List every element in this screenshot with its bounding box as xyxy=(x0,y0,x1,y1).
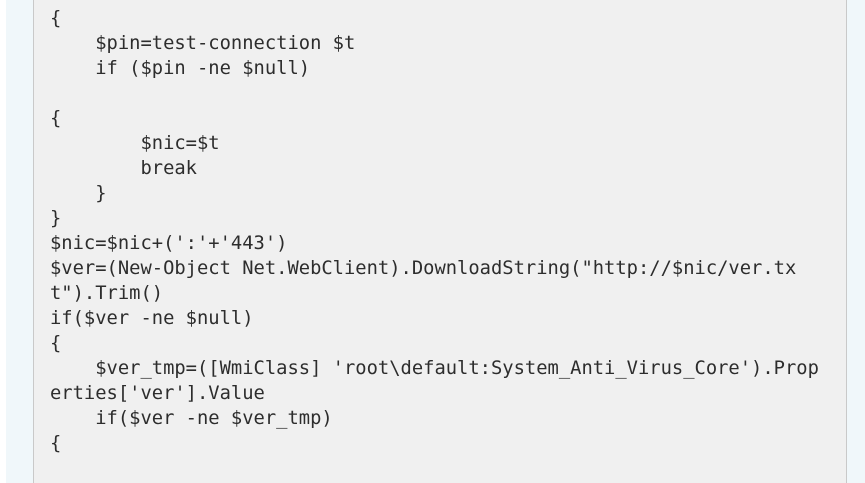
code-text: { $pin=test-connection $t if ($pin -ne $… xyxy=(50,8,819,454)
code-block: { $pin=test-connection $t if ($pin -ne $… xyxy=(33,0,847,483)
page-panel: { $pin=test-connection $t if ($pin -ne $… xyxy=(6,0,865,483)
